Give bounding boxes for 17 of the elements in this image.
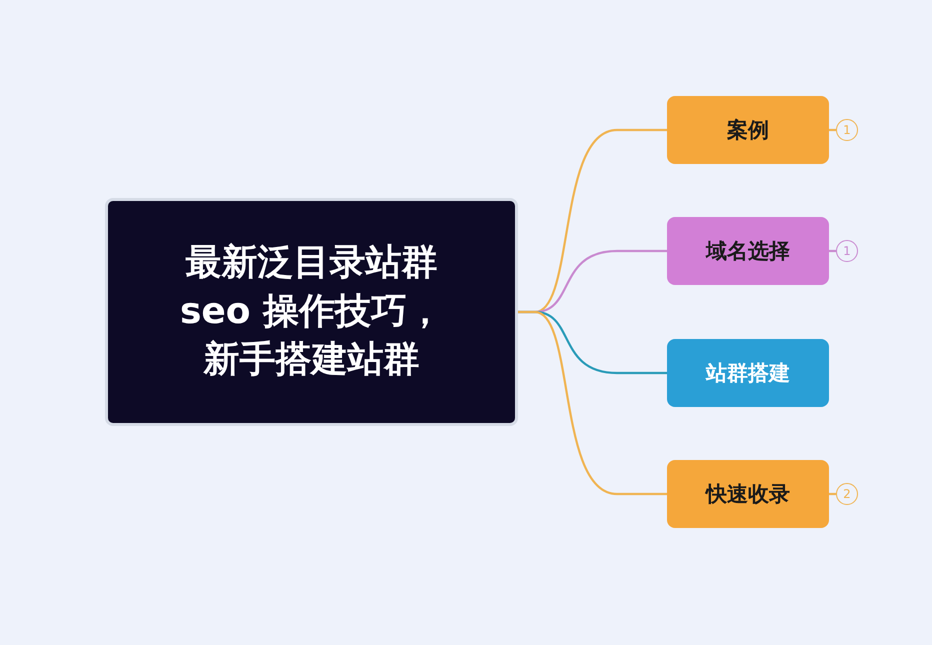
count-badge: 2 xyxy=(836,483,858,505)
topic-box xyxy=(667,217,829,285)
topic-label: 站群搭建 xyxy=(706,360,790,387)
count-badge: 1 xyxy=(836,119,858,141)
root-topic-text: 最新泛目录站群seo 操作技巧，新手搭建站群 xyxy=(178,241,444,382)
branch-line xyxy=(518,310,667,496)
topic-box xyxy=(667,339,829,407)
branch-line xyxy=(829,128,836,132)
count-badge: 1 xyxy=(836,240,858,262)
topic-box xyxy=(667,96,829,164)
root-topic-box xyxy=(105,198,518,426)
topic-label: 快速收录 xyxy=(706,481,790,508)
topic-label: 案例 xyxy=(727,117,769,144)
branch-line xyxy=(829,250,836,252)
branch-line xyxy=(829,492,836,496)
topic-box xyxy=(667,460,829,528)
topic-label: 域名选择 xyxy=(706,238,790,265)
